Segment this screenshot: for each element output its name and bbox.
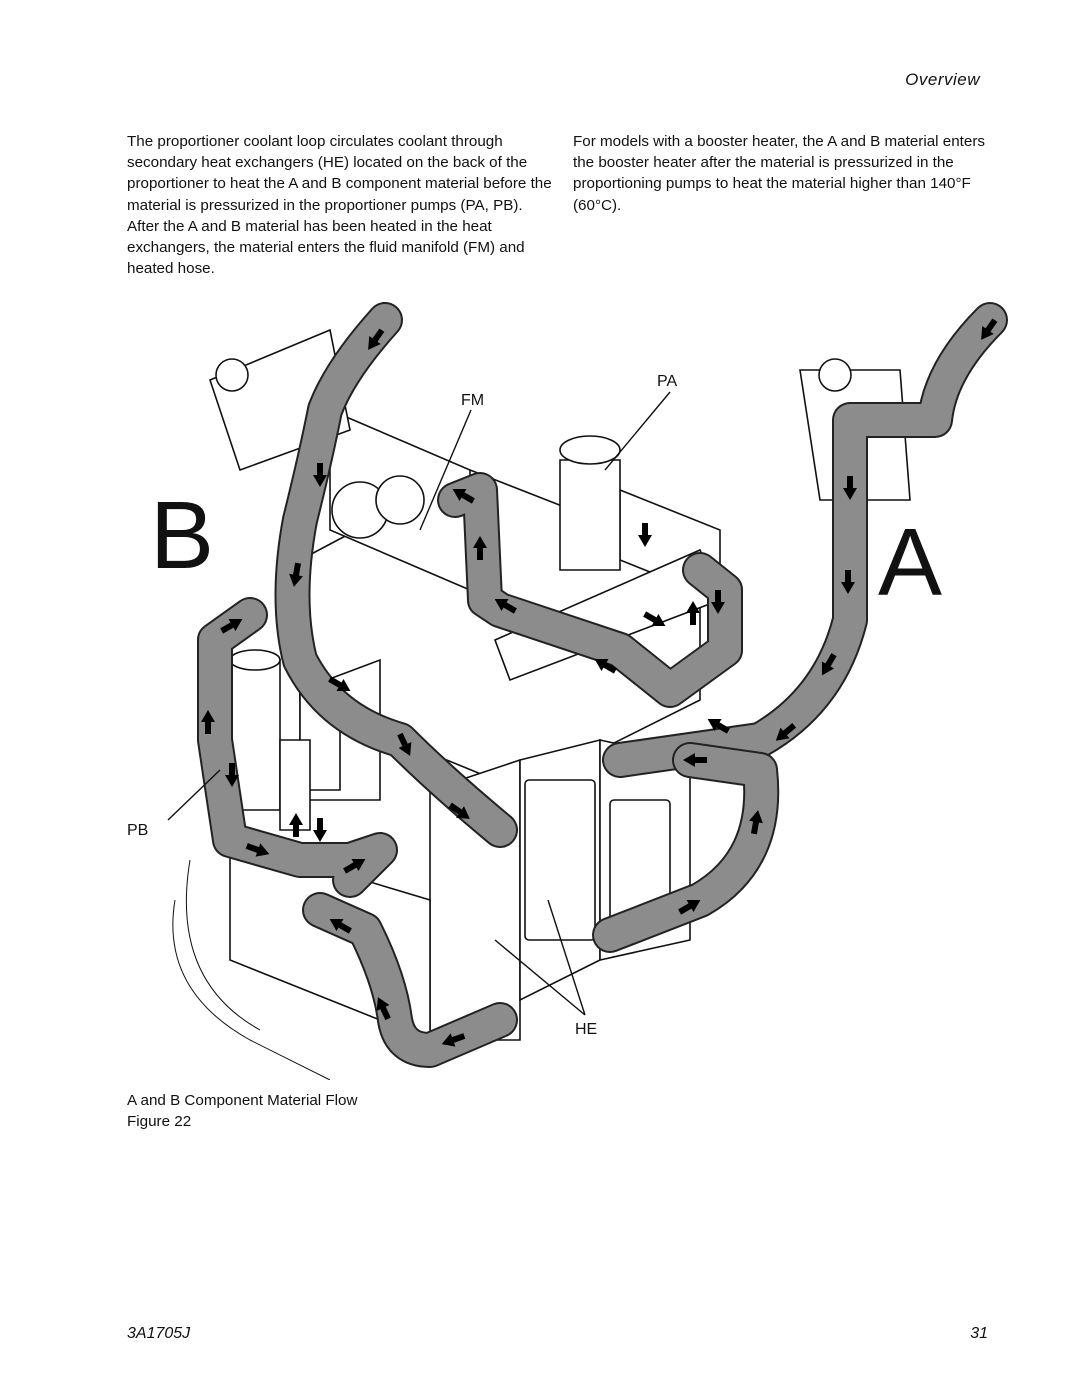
callout-pb: PB <box>127 822 148 839</box>
side-label-b: B <box>150 482 214 589</box>
a-flow-pipe <box>592 302 1008 953</box>
side-label-a: A <box>878 509 942 616</box>
figure-number: Figure 22 <box>127 1113 192 1130</box>
figure-caption: A and B Component Material Flow Figure 2… <box>127 1090 357 1132</box>
section-title: Overview <box>905 70 980 89</box>
b-flow-pipe <box>197 302 743 1068</box>
material-flow-diagram: B A FM PA PB HE <box>127 302 1008 1080</box>
flow-arrows <box>201 318 998 1047</box>
right-paragraph: For models with a booster heater, the A … <box>573 133 985 214</box>
page-number: 31 <box>970 1325 988 1342</box>
callout-he: HE <box>575 1021 597 1038</box>
callout-pa-leader <box>604 391 671 471</box>
callout-he-leader <box>494 899 586 1016</box>
left-paragraph: The proportioner coolant loop circulates… <box>127 133 552 278</box>
callout-pa: PA <box>657 373 677 390</box>
callout-fm-leader <box>419 409 472 531</box>
callout-pb-leader <box>167 769 221 821</box>
callout-fm: FM <box>461 392 484 409</box>
figure-caption-title: A and B Component Material Flow <box>127 1092 358 1109</box>
document-number: 3A1705J <box>127 1325 191 1342</box>
